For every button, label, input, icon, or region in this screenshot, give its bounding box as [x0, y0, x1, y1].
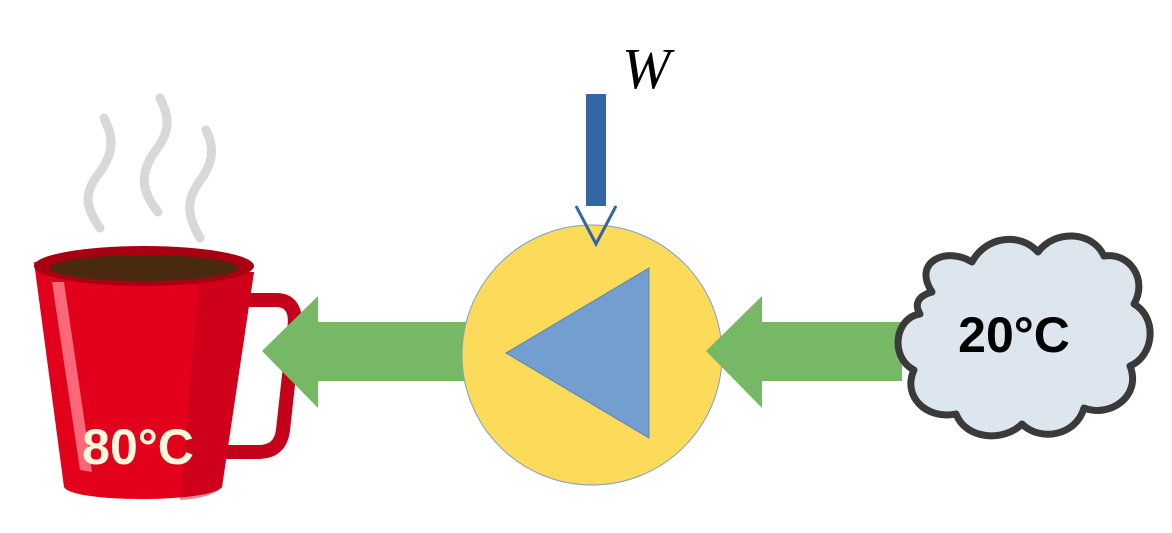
coffee-mug-icon [34, 246, 302, 500]
hot-temperature-label: 80°C [82, 419, 194, 475]
heat-flow-arrow-from-cloud [706, 296, 902, 408]
heat-flow-arrow-to-mug [262, 296, 480, 408]
steam-icon [83, 93, 216, 243]
work-arrow-head-icon [574, 205, 618, 248]
work-label: W [622, 36, 675, 101]
cold-temperature-label: 20°C [958, 307, 1070, 363]
mug-handle [222, 293, 302, 459]
mug-body [34, 262, 254, 499]
work-arrow-shaft [586, 94, 606, 206]
cloud-icon [894, 232, 1154, 440]
coffee-surface [50, 255, 238, 281]
heat-pump-icon [505, 267, 650, 439]
